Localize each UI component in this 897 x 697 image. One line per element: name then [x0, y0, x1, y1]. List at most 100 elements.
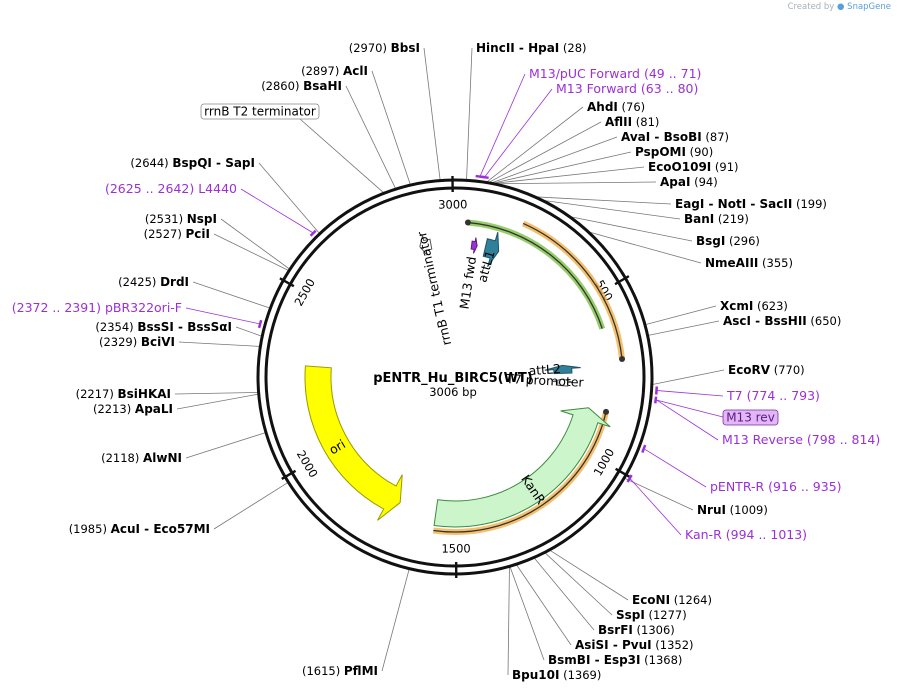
primer-mark-t7: [654, 386, 659, 395]
primer-name: pBR322ori-F: [105, 300, 182, 315]
leader-bsrfi: [533, 557, 595, 631]
primer-range: (798 .. 814): [803, 432, 880, 447]
enzyme-pos: (219): [714, 212, 749, 226]
primer-leader-t7: [657, 390, 724, 397]
enzyme-label-pflmi: (1615) PflMI: [302, 664, 378, 678]
leader-aflii: [488, 121, 602, 184]
enzyme-name: BanI: [684, 212, 714, 226]
tick-label-3000: 3000: [438, 197, 467, 211]
primer-leader-m13-reverse: [656, 399, 719, 441]
primer-mark-l4440: [309, 229, 317, 237]
primer-label-m13-forward: M13 Forward (63 .. 80): [556, 81, 698, 96]
enzyme-label-xcmi: XcmI (623): [720, 299, 788, 313]
enzyme-name: ApaLI: [135, 402, 173, 416]
primer-label-m13-puc-forward: M13/pUC Forward (49 .. 71): [529, 66, 701, 81]
leader-lines: [174, 47, 725, 676]
enzyme-pos: (1369): [559, 668, 601, 682]
orange-arc-1: [522, 222, 623, 360]
enzyme-label-apali: (2213) ApaLI: [93, 402, 173, 416]
leader-pcii: [213, 233, 290, 272]
enzyme-label-asci-bsshii: AscI - BssHII (650): [723, 314, 841, 328]
primer-leader-m13-puc-forward: [480, 73, 526, 176]
enzyme-name: BsaHI: [303, 79, 342, 93]
enzyme-label-bbsi: (2970) BbsI: [349, 41, 420, 55]
enzyme-name: ApaI: [660, 175, 690, 189]
box-label-m13-rev: M13 rev: [726, 411, 775, 425]
leader-bsssi-bsss-i: [235, 326, 263, 337]
primer-label-pentr-r: pENTR-R (916 .. 935): [710, 479, 842, 494]
primer-range: (2372 .. 2391): [12, 300, 105, 315]
enzyme-name: PciI: [186, 227, 211, 241]
enzyme-pos: (2425): [118, 275, 160, 289]
enzyme-name: DrdI: [160, 275, 189, 289]
leader-bsahi: [345, 85, 397, 190]
enzyme-label-nspi: (2531) NspI: [145, 212, 217, 226]
snapgene-logo: ● SnapGene: [837, 2, 891, 12]
enzyme-label-nrui: NruI (1009): [697, 503, 768, 517]
leader-pspomi: [491, 151, 632, 184]
enzyme-label-asisi-pvui: AsiSI - PvuI (1352): [575, 638, 694, 652]
primer-label-pbr322ori-f: (2372 .. 2391) pBR322ori-F: [12, 300, 182, 315]
enzyme-label-bsmbi-esp3i: BsmBI - Esp3I (1368): [548, 653, 682, 667]
leader-bani: [542, 199, 681, 220]
enzyme-name: BciVI: [141, 335, 175, 349]
tick-1000: [615, 467, 631, 478]
enzyme-label-bsgi: BsgI (296): [696, 234, 760, 248]
enzyme-pos: (28): [559, 41, 586, 55]
enzyme-label-bsihkai: (2217) BsiHKAI: [76, 387, 171, 401]
box-m13-rev: [722, 409, 779, 426]
enzyme-pos: (355): [758, 256, 793, 270]
enzyme-label-bspqi-sapi: (2644) BspQI - SapI: [130, 156, 255, 170]
enzyme-name: AcuI - Eco57MI: [111, 522, 210, 536]
leader-pflmi: [381, 568, 410, 672]
enzyme-name: BsgI: [696, 234, 725, 248]
primer-mark-kan-r: [626, 474, 633, 483]
enzyme-pos: (623): [753, 299, 788, 313]
enzyme-label-bcivi: (2329) BciVI: [99, 335, 175, 349]
enzyme-pos: (1009): [726, 503, 768, 517]
backbone-outer-circle: [256, 178, 654, 576]
enzyme-name: EcoNI: [632, 593, 670, 607]
site-labels: (2970) BbsI(2897) AclI(2860) BsaHI(2644)…: [12, 41, 881, 682]
primer-mark-pentr-r: [641, 444, 647, 454]
enzyme-name: BspQI - SapI: [172, 156, 255, 170]
enzyme-pos: (1615): [302, 664, 344, 678]
enzyme-pos: (1368): [640, 653, 682, 667]
enzyme-name: XcmI: [720, 299, 753, 313]
enzyme-name: AvaI - BsoBI: [621, 130, 702, 144]
feature-attl2: [544, 364, 581, 375]
enzyme-pos: (1277): [645, 608, 687, 622]
enzyme-pos: (90): [686, 145, 713, 159]
primer-range: (994 .. 1013): [722, 527, 807, 542]
enzyme-label-bsrfi: BsrFI (1306): [598, 623, 675, 637]
enzyme-pos: (2970): [349, 41, 391, 55]
leader-xcmi: [644, 305, 717, 326]
tick-label-1500: 1500: [441, 541, 470, 555]
primer-label-m13-reverse: M13 Reverse (798 .. 814): [722, 432, 880, 447]
enzyme-label-econi: EcoNI (1264): [632, 593, 712, 607]
primer-name: M13 Reverse: [722, 432, 803, 447]
leader-acli: [371, 70, 411, 186]
primer-range: (49 .. 71): [640, 66, 701, 81]
green-arc-tip: [464, 219, 471, 226]
leader-bspqi-sapi: [258, 162, 321, 235]
enzyme-pos: (650): [807, 314, 842, 328]
enzyme-pos: (2118): [101, 451, 143, 465]
enzyme-name: EcoRV: [728, 363, 771, 377]
primer-range: (774 .. 793): [743, 388, 820, 403]
feature-kanr: [433, 407, 611, 528]
primer-name: L4440: [198, 181, 237, 196]
enzyme-label-nmeaiii: NmeAIII (355): [705, 256, 793, 270]
plasmid-name: pENTR_Hu_BIRC5(WT): [373, 371, 533, 386]
orange-arc-2: [433, 411, 607, 533]
feature-label-rrnb-t1-terminator: rrnB T1 terminator: [414, 229, 454, 347]
enzyme-label-avai-bsobi: AvaI - BsoBI (87): [621, 130, 729, 144]
enzyme-pos: (2329): [99, 335, 141, 349]
feature-label-ori: ori: [326, 436, 348, 457]
primer-mark-m13-forward: [481, 175, 489, 180]
feature-t7-promoter: [552, 378, 574, 387]
box-leader-0: [299, 118, 385, 194]
primer-leader-pentr-r: [644, 448, 707, 488]
primer-name: pENTR-R: [710, 479, 765, 494]
